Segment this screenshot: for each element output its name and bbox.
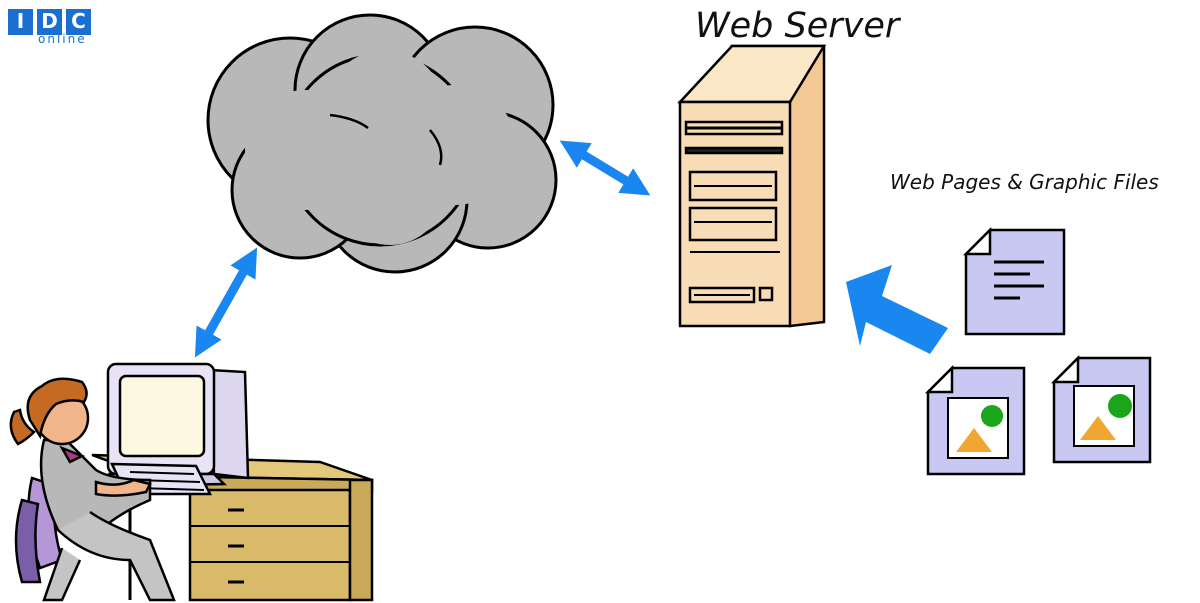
logo-letter-i: I xyxy=(16,9,25,33)
computer-monitor-icon xyxy=(106,362,250,496)
logo-letters: I D C online xyxy=(8,8,94,46)
internet-cloud-icon xyxy=(206,13,558,274)
graphic-file-icon xyxy=(924,364,1026,476)
web-page-document-icon xyxy=(962,226,1066,336)
idc-online-logo xyxy=(8,9,91,35)
graphic-file-icon xyxy=(1050,354,1152,464)
web-server-title: Web Server xyxy=(695,6,900,46)
logo-letter-c: C xyxy=(71,9,86,33)
user-person-icon xyxy=(9,377,176,602)
web-server-icon xyxy=(677,44,827,328)
logo-subtitle: online xyxy=(38,32,87,46)
logo-letter-d: D xyxy=(41,9,58,33)
files-caption: Web Pages & Graphic Files xyxy=(890,170,1159,194)
files-to-server-arrow xyxy=(846,265,948,354)
cloud-to-server-arrow xyxy=(559,140,651,196)
client-to-cloud-arrow xyxy=(194,247,258,358)
